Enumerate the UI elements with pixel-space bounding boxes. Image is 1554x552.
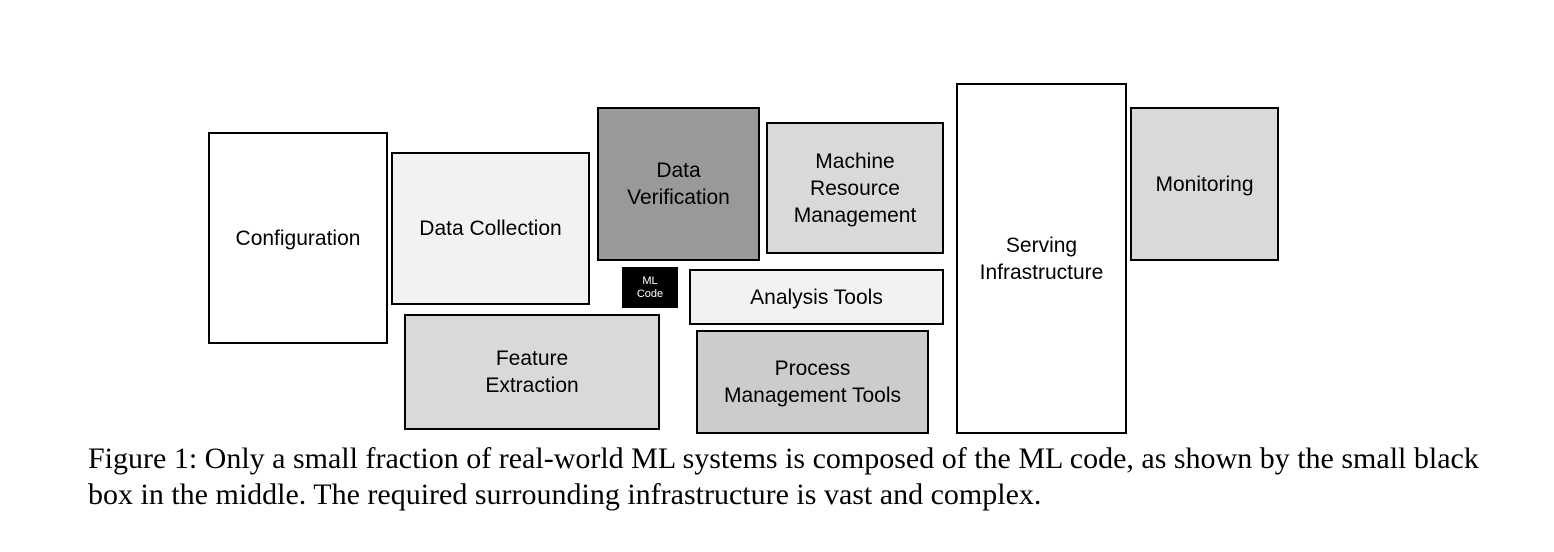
feature-extraction-label: Feature Extraction [485, 347, 579, 397]
monitoring-box: Monitoring [1130, 107, 1279, 261]
ml-code-label: ML Code [636, 274, 664, 300]
configuration-box: Configuration [208, 132, 388, 344]
data-collection-box: Data Collection [391, 152, 590, 305]
data-verification-label: Data Verification [627, 159, 730, 209]
ml-system-diagram: Configuration Data Collection Data Verif… [208, 83, 1279, 434]
serving-infrastructure-label: Serving Infrastructure [979, 233, 1104, 284]
data-verification-box: Data Verification [597, 107, 760, 261]
process-management-tools-box: Process Management Tools [696, 330, 929, 434]
serving-infrastructure-box: Serving Infrastructure [956, 83, 1127, 434]
process-management-tools-label: Process Management Tools [723, 357, 902, 407]
figure-caption: Figure 1: Only a small fraction of real-… [88, 442, 1479, 511]
monitoring-label: Monitoring [1155, 172, 1254, 196]
analysis-tools-label: Analysis Tools [750, 285, 883, 309]
feature-extraction-box: Feature Extraction [404, 314, 660, 430]
machine-resource-management-label: Machine Resource Management [793, 149, 917, 227]
configuration-label: Configuration [235, 226, 361, 250]
machine-resource-management-box: Machine Resource Management [766, 122, 944, 254]
data-collection-label: Data Collection [419, 217, 562, 240]
analysis-tools-box: Analysis Tools [689, 269, 944, 325]
ml-code-box: ML Code [622, 267, 678, 308]
